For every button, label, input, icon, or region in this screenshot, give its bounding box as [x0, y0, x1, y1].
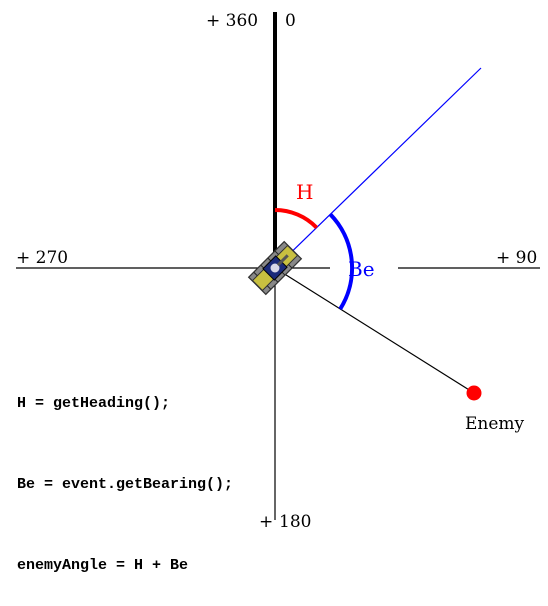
- label-180: 180: [279, 512, 311, 531]
- bearing-arc: [328, 212, 355, 311]
- label-heading: H: [296, 180, 313, 204]
- code-snippet: H = getHeading(); Be = event.getBearing(…: [17, 336, 233, 606]
- enemy-dot-icon: [466, 385, 482, 401]
- code-line-heading: H = getHeading();: [17, 395, 171, 412]
- label-bearing: Be: [348, 257, 375, 281]
- label-plus-90: + 90: [496, 248, 537, 268]
- label-enemy: Enemy: [465, 414, 525, 434]
- label-zero: 0: [285, 11, 296, 31]
- heading-arc: [274, 208, 319, 230]
- robocode-angle-diagram: + 360 0 + 90 + 270 + 180 H Be Enemy: [16, 11, 540, 531]
- label-plus-270: + 270: [16, 248, 68, 268]
- label-180-tick: +: [259, 512, 273, 531]
- robot-tank-icon: [247, 240, 303, 296]
- code-line-bearing: Be = event.getBearing();: [17, 476, 234, 493]
- enemy-line: [274, 267, 475, 394]
- label-plus-360: + 360: [206, 11, 258, 31]
- heading-line: [274, 67, 482, 269]
- code-line-enemy-angle: enemyAngle = H + Be: [17, 557, 189, 574]
